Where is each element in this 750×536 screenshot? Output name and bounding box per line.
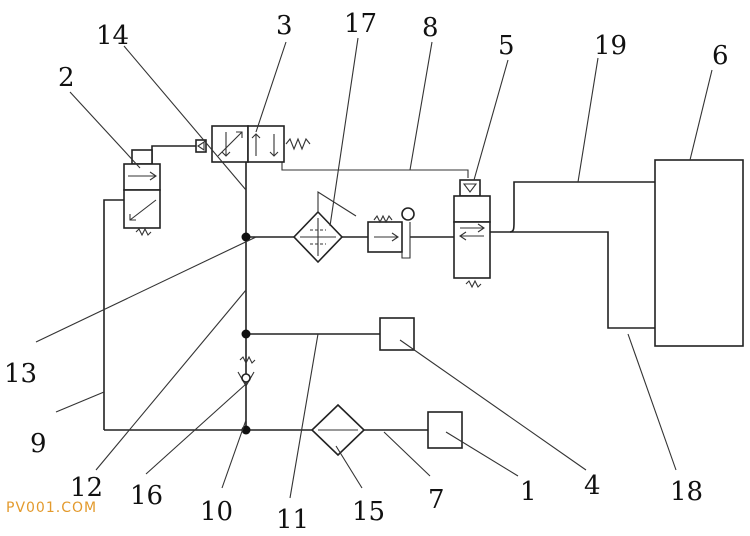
label-13: 13: [4, 359, 37, 389]
label-15: 15: [352, 497, 385, 527]
junction-dot: [241, 232, 251, 242]
label-12: 12: [70, 473, 103, 503]
label-9: 9: [30, 429, 47, 459]
air-source-1: [427, 411, 463, 449]
valve-3-spring: [285, 137, 311, 151]
label-4: 4: [584, 471, 601, 501]
pressure-gauge: [401, 207, 415, 221]
filter-17-lead: [317, 191, 357, 217]
valve-2-spring: [135, 227, 152, 237]
label-8: 8: [422, 13, 439, 43]
label-10: 10: [200, 497, 233, 527]
tank-4: [379, 317, 415, 351]
left-return-line: [103, 199, 124, 430]
regulator-spring: [373, 214, 393, 224]
label-6: 6: [712, 41, 729, 71]
label-18: 18: [670, 477, 703, 507]
actuator-6: [654, 159, 744, 347]
label-5: 5: [498, 31, 515, 61]
pressure-regulator: [367, 207, 415, 259]
check-valve-16: [237, 355, 256, 388]
pipe-lines: [103, 145, 655, 431]
label-3: 3: [276, 11, 293, 41]
valve-5: [453, 179, 491, 289]
label-19: 19: [594, 31, 627, 61]
check-valve-spring: [239, 355, 256, 365]
valve5-outlet-line-18: [490, 231, 655, 329]
label-11: 11: [276, 505, 309, 535]
valve-3: [195, 125, 311, 163]
valve-5-spring: [465, 279, 482, 289]
pilot-line-8: [281, 162, 469, 178]
label-16: 16: [130, 481, 163, 511]
label-2: 2: [58, 63, 75, 93]
watermark: PV001.COM: [6, 500, 98, 516]
junction-dot: [241, 329, 251, 339]
label-1: 1: [520, 477, 537, 507]
label-14: 14: [96, 21, 129, 51]
filter-15: [310, 403, 366, 457]
label-17: 17: [344, 9, 377, 39]
valve-2: [123, 149, 161, 237]
number-labels: 1 2 3 4 5 6 7 8 9 10 11 12 13 14 15 16 1…: [4, 9, 729, 535]
filter-17: [292, 191, 357, 264]
label-7: 7: [428, 485, 445, 515]
valve5-outlet-line-19: [509, 181, 655, 233]
leader-lines: [35, 37, 713, 499]
